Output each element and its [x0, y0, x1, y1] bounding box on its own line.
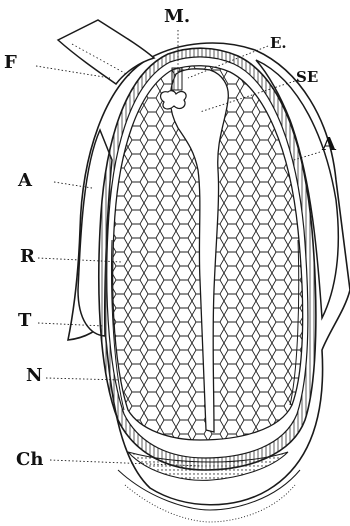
label-nucellus: N [26, 367, 42, 385]
funicle-stalk [58, 20, 154, 84]
label-embryo: E. [270, 36, 287, 51]
label-raphe: R [20, 248, 35, 266]
label-funicle: F [4, 54, 17, 72]
label-chalaza: Ch [16, 451, 43, 469]
label-micropyle: M. [164, 8, 190, 26]
label-embryo-sac: SE [296, 70, 318, 85]
label-aril-left: A [18, 172, 32, 190]
label-aril-right: A [322, 136, 336, 154]
label-testa: T [18, 312, 31, 330]
